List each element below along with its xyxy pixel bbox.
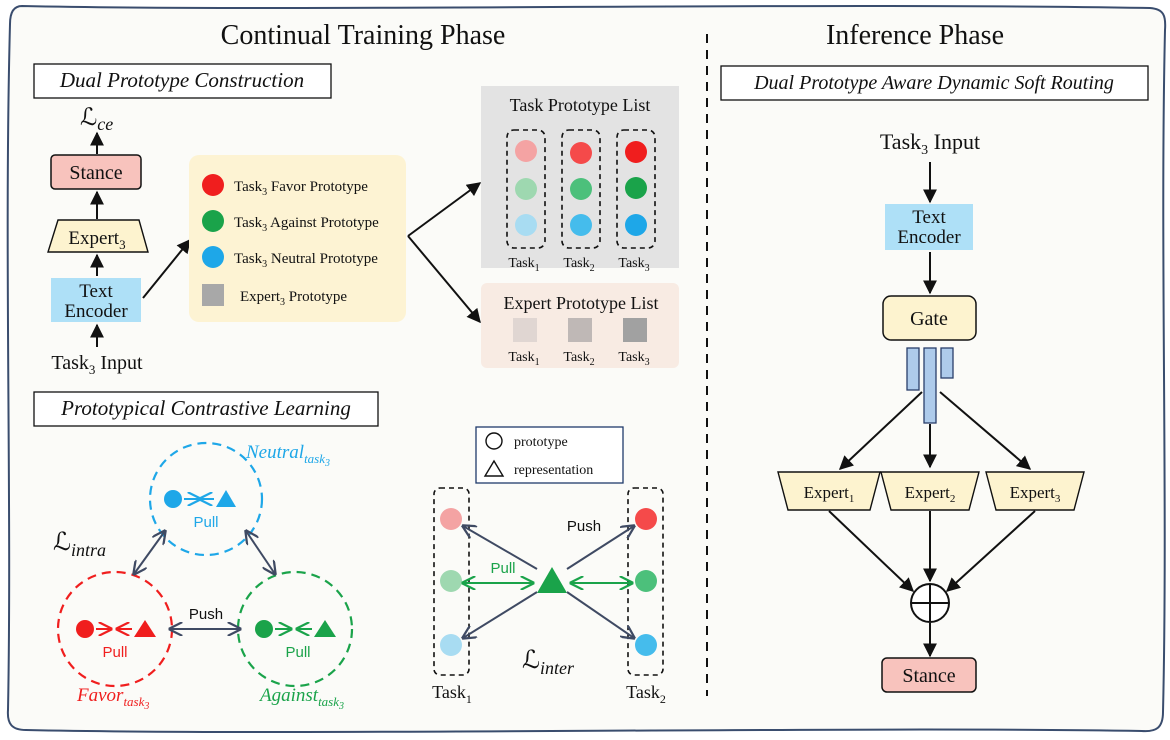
push-to-task2-favor [566,526,634,570]
task-list-label-3: Task3 [618,256,649,274]
favor-task3-label: Favortask3 [76,685,149,712]
svg-text:Dual Prototype Construction: Dual Prototype Construction [59,68,304,92]
expert3-label-left: Expert3 [68,228,125,252]
inter-pull-label: Pull [490,560,515,577]
stance-box-inf [881,657,977,693]
expert3-trapezoid-left [47,219,149,253]
svg-text:Task3 Against Prototype: Task3 Against Prototype [234,215,379,234]
inter-task2-label: Task2 [626,682,666,706]
legend-against: Task3 Against Prototype [202,210,379,234]
svg-text:Dual Prototype Aware Dynamic S: Dual Prototype Aware Dynamic Soft Routin… [753,72,1114,94]
expert-list-label-1: Task1 [508,350,539,368]
arrow-gate-to-expert1 [838,391,923,470]
task-prototype-list-panel [481,86,679,268]
expert3-prototype [623,318,647,342]
neutral-task3-label: Neutraltask3 [245,442,330,469]
neutral-cluster: Pull [148,441,264,557]
inter-loss-label: ℒinter [522,647,575,678]
sum-operator [910,583,950,623]
svg-text:prototype: prototype [514,435,568,450]
expert-list-label-2: Task2 [563,350,594,368]
expert1-prototype [513,318,537,342]
gate-box [882,295,977,341]
text-encoder-box-inf [885,204,973,250]
svg-text:Task3 Favor Prototype: Task3 Favor Prototype [234,179,368,198]
arrow-gate-to-expert3 [939,391,1032,470]
svg-text:Pull: Pull [285,644,310,661]
svg-text:Pull: Pull [193,514,218,531]
section-dual-prototype: Dual Prototype Construction [33,63,332,99]
svg-text:representation: representation [514,463,593,478]
push-to-task1-favor [463,526,538,570]
gate-weight-bars [906,347,954,424]
prototype-legend-panel [189,155,406,322]
task1-prototype-column [506,129,546,249]
svg-text:Pull: Pull [102,644,127,661]
task3-input-left: Task3 Input [51,352,143,377]
push-neutral-against [246,531,275,574]
task2-prototype-column [561,129,601,249]
stance-label-left: Stance [69,162,122,184]
task-list-label-1: Task1 [508,256,539,274]
text-encoder-box-left [51,278,141,322]
expert2-inf: Expert2 [880,471,980,511]
inter-task2-column [627,487,664,676]
inter-push-label: Push [567,518,601,535]
svg-text:Expert3 Prototype: Expert3 Prototype [240,289,347,308]
expert1-inf: Expert1 [777,471,881,511]
legend-neutral: Task3 Neutral Prototype [202,246,378,270]
legend-expert: Expert3 Prototype [202,284,347,308]
inference-phase-title: Inference Phase [826,20,1004,51]
intra-loss-label: ℒintra [53,529,106,560]
stance-label-inf: Stance [902,665,955,687]
arrow-encoder-to-legend [142,238,191,299]
inter-legend: prototype representation [475,426,624,484]
section-contrastive: Prototypical Contrastive Learning [33,391,379,427]
inter-representation-triangle [537,567,567,593]
section-routing: Dual Prototype Aware Dynamic Soft Routin… [720,65,1149,101]
task-list-label-2: Task2 [563,256,594,274]
inference-input: Task3 Input [880,129,980,158]
against-task3-label: Againsttask3 [258,685,344,712]
svg-text:Prototypical Contrastive Learn: Prototypical Contrastive Learning [60,396,351,420]
training-phase-title: Continual Training Phase [221,20,506,51]
task-prototype-list-title: Task Prototype List [510,95,651,115]
push-label-intra: Push [189,606,223,623]
expert-list-label-3: Task3 [618,350,649,368]
against-cluster: Pull [236,570,354,688]
expert-prototype-list-title: Expert Prototype List [504,293,659,313]
svg-text:Expert1: Expert1 [804,483,855,505]
arrow-to-expert-list [407,235,481,324]
push-to-task2-neutral [566,591,634,638]
svg-text:Task3 Neutral Prototype: Task3 Neutral Prototype [234,251,378,270]
expert3-inf: Expert3 [985,471,1085,511]
arrow-expert1-to-sum [828,510,915,592]
arrow-to-task-list [407,182,482,237]
expert2-prototype [568,318,592,342]
task3-prototype-column [616,129,656,249]
push-neutral-favor [134,531,165,574]
svg-text:ℒce: ℒce [80,105,113,134]
inter-task1-column [433,487,470,676]
svg-text:Expert2: Expert2 [905,483,956,505]
inter-task1-label: Task1 [432,682,472,706]
gate-label: Gate [910,308,948,330]
arrow-expert3-to-sum [945,510,1036,592]
push-to-task1-neutral [463,591,538,638]
legend-favor: Task3 Favor Prototype [202,174,368,198]
stance-box-left [50,154,142,190]
loss-ce-label: ℒce [80,105,113,134]
svg-text:Expert3: Expert3 [1010,483,1061,505]
